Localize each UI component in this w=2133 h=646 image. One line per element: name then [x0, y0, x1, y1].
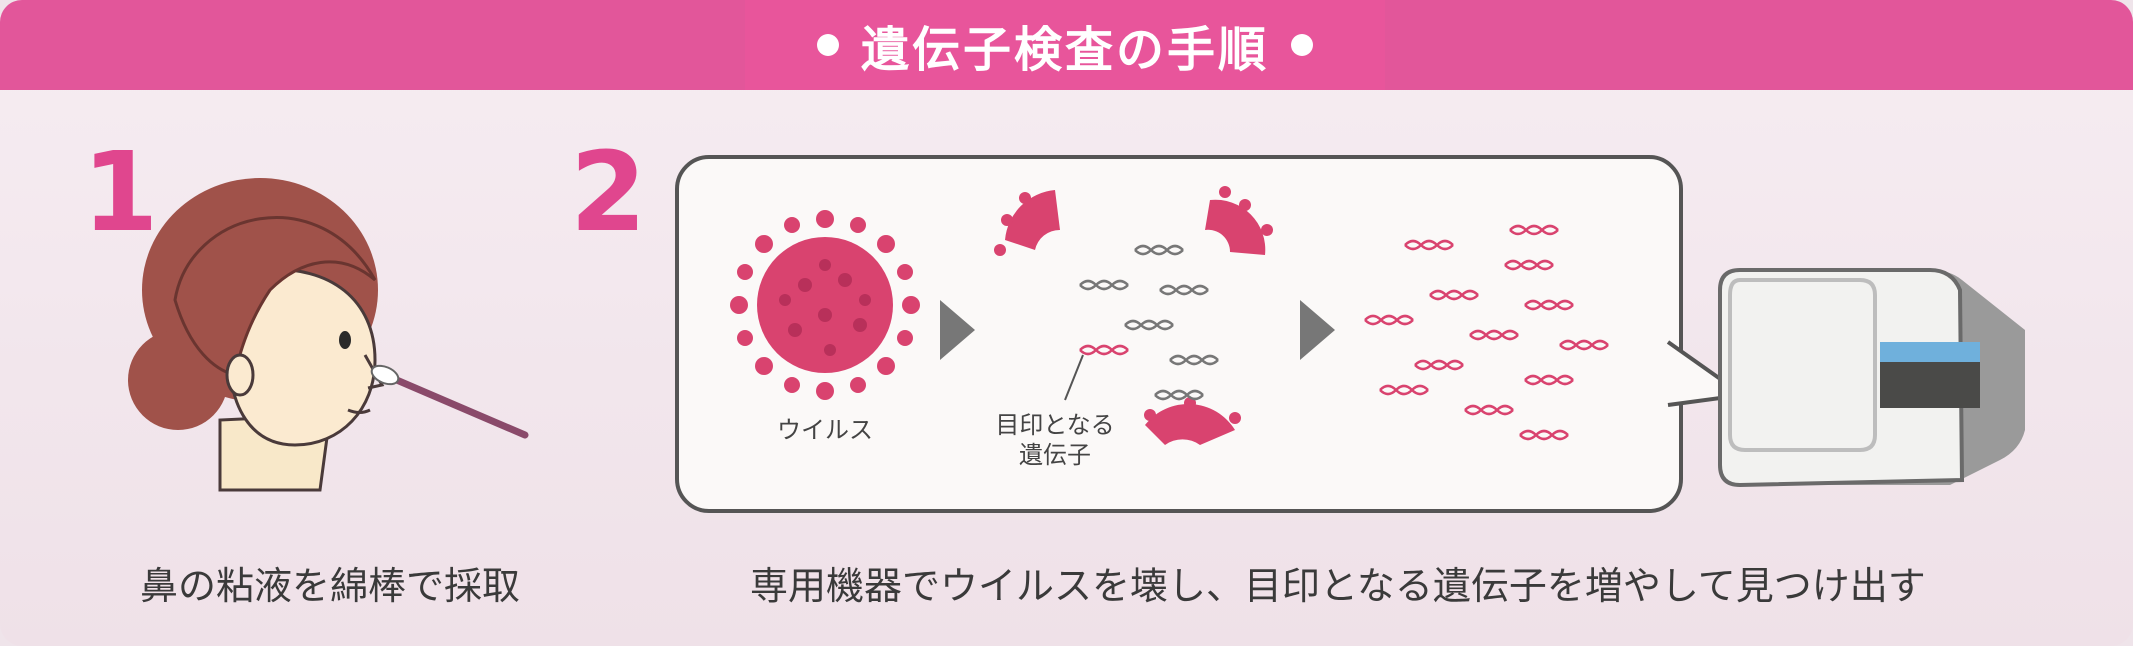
- step-2-caption: 専用機器でウイルスを壊し、目印となる遺伝子を増やして見つけ出す: [750, 564, 1926, 608]
- marker-gene-label-line2: 遺伝子: [1019, 441, 1091, 469]
- arrow-right-icon: [1300, 300, 1335, 360]
- arrow-right-icon: [940, 300, 975, 360]
- title-bullet-left: [816, 34, 839, 56]
- virus-label: ウイルス: [777, 416, 873, 444]
- marker-gene-label-line1: 目印となる: [995, 411, 1115, 439]
- testing-machine-illustration: [1718, 268, 2025, 488]
- broken-virus-illustration: [994, 186, 1273, 445]
- marker-gene-label: 目印となる 遺伝子: [985, 410, 1125, 470]
- step-1-caption: 鼻の粘液を綿棒で採取: [140, 564, 521, 608]
- virus-icon: [730, 210, 920, 400]
- title-bullet-right: [1291, 34, 1313, 56]
- woman-swab-illustration: [128, 178, 529, 492]
- step-1-number: 1: [82, 128, 159, 256]
- amplified-genes-illustration: [1364, 224, 1609, 441]
- title-tab: 遺伝子検査の手順: [745, 0, 1385, 90]
- page-title: 遺伝子検査の手順: [860, 22, 1269, 78]
- step-2-number: 2: [570, 128, 647, 256]
